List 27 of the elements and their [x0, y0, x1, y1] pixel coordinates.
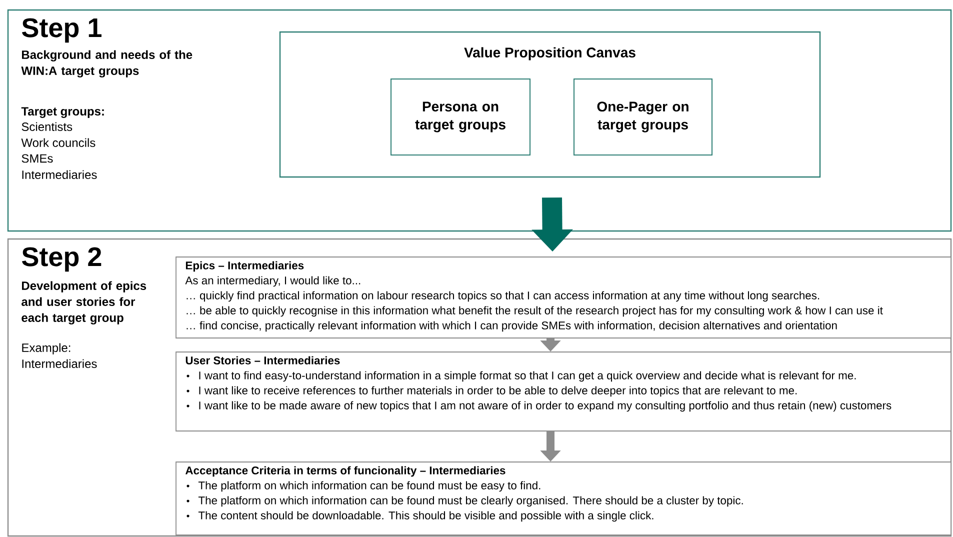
example-text: Intermediaries: [22, 359, 97, 368]
example-text: Example:: [22, 343, 70, 354]
step-heading: Step 2: [22, 247, 102, 272]
list-item: Work councils: [21, 138, 96, 147]
document-box: One-Pager on target groups: [574, 78, 712, 156]
box-heading: Acceptance Criteria in terms of funcionality – Intermediaries: [186, 466, 506, 477]
bullet-text: The platform on which information can be found must be clearly organised. There should be a cluster by topic.: [198, 496, 743, 507]
step-description: Development of epics and user stories for each target group: [22, 281, 146, 324]
canvas-title: Value Proposition Canvas: [464, 47, 636, 60]
bullet-text: I want like to be made aware of new topics that I am not aware of in order to expand my consulting portfolio and thus retain (new) customers: [199, 401, 892, 412]
step-description: Background and needs of the WIN:A target groups: [21, 50, 192, 78]
document-box: Persona on target groups: [390, 78, 530, 156]
list-item: Scientists: [22, 122, 72, 131]
step-heading: Step 1: [22, 18, 102, 43]
epic-line: … quickly find practical information on labour research topics so that I can access information at any time without long searches.: [186, 291, 820, 302]
epic-line: … be able to quickly recognise in this information what benefit the result of the research project has for my consulting work & how I can use it: [186, 306, 883, 317]
list-item: Intermediaries: [22, 170, 97, 179]
list-heading: Target groups:: [21, 107, 104, 118]
bullet-text: The platform on which information can be found must be easy to find.: [198, 481, 540, 492]
list-item: SMEs: [22, 154, 53, 163]
bullet-text: I want to find easy-to-understand information in a simple format so that I can get a quick overview and decide what is relevant for me.: [199, 371, 856, 382]
box-heading: Epics – Intermediaries: [186, 261, 304, 272]
bullet-text: The content should be downloadable. This should be visible and possible with a single click.: [198, 511, 654, 522]
box-heading: User Stories – Intermediaries: [186, 356, 340, 364]
epic-line: … find concise, practically relevant information with which I can provide SMEs with information, decision alternatives and orientation: [186, 321, 837, 332]
bullet-text: I want like to receive references to further materials in order to be able to delve deeper into topics that are relevant to me.: [199, 386, 797, 397]
epic-line: As an intermediary, I would like to...: [185, 276, 360, 287]
